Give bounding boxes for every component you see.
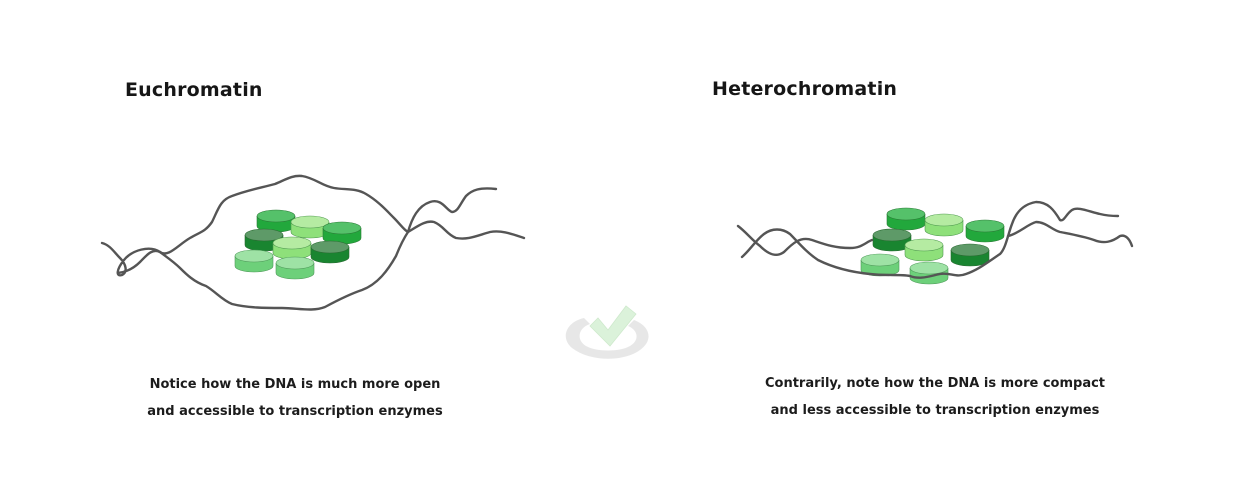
histone-icon	[322, 221, 362, 245]
dna-strand-open	[100, 174, 526, 311]
histone-icon	[965, 219, 1005, 243]
caption-line: and less accessible to transcription enz…	[770, 403, 1100, 418]
heterochromatin-caption: Contrarily, note how the DNA is more com…	[715, 370, 1155, 424]
caption-line: Notice how the DNA is much more open	[149, 377, 441, 392]
histone-icon	[256, 209, 296, 233]
histone-icon	[275, 256, 315, 280]
nucleosome-cluster-open	[234, 209, 362, 280]
caption-line: and accessible to transcription enzymes	[147, 404, 443, 419]
histone-icon	[886, 207, 926, 231]
histone-icon	[272, 236, 312, 260]
histone-icon	[310, 240, 350, 264]
histone-icon	[904, 238, 944, 262]
nucleosome-cluster-compact	[860, 207, 1005, 285]
histone-icon	[924, 213, 964, 237]
heterochromatin-title: Heterochromatin	[712, 78, 898, 100]
caption-line: Contrarily, note how the DNA is more com…	[764, 376, 1106, 391]
heterochromatin-figure	[736, 200, 1134, 285]
checkmark-logo-icon	[565, 305, 649, 359]
euchromatin-figure	[100, 174, 526, 311]
euchromatin-title: Euchromatin	[125, 79, 263, 101]
dna-strand-compact	[736, 200, 1134, 279]
histone-icon	[234, 249, 274, 273]
euchromatin-caption: Notice how the DNA is much more open and…	[120, 371, 470, 425]
histone-icon	[950, 243, 990, 267]
